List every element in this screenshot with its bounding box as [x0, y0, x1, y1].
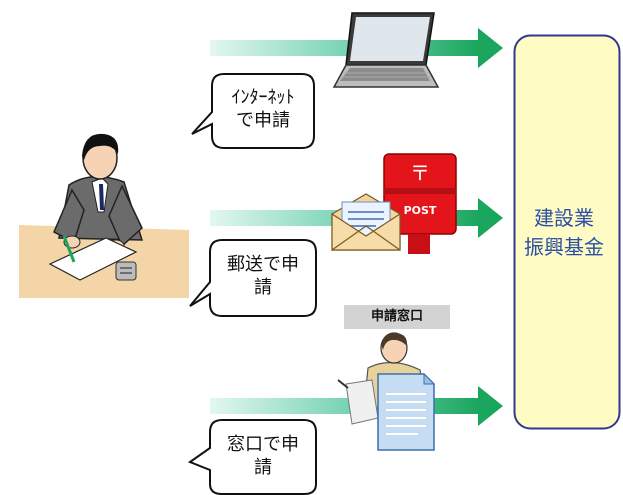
- bubble-counter-text: 窓口で申 請: [210, 433, 316, 479]
- bubble-counter-line1: 窓口で申: [227, 434, 299, 455]
- bubble-internet: [191, 73, 315, 149]
- svg-text:〒: 〒: [410, 161, 430, 185]
- destination-label-line2: 振興基金: [524, 235, 604, 259]
- counter-sign: 申請窓口: [344, 305, 450, 329]
- bubble-mail: [189, 239, 317, 317]
- postbox-icon: 〒 POST: [383, 153, 457, 254]
- destination-label: 建設業 振興基金: [515, 204, 613, 262]
- mail-envelope-icon: [331, 193, 401, 251]
- destination-label-line1: 建設業: [534, 206, 594, 230]
- bubble-counter-line2: 請: [254, 457, 272, 478]
- bubble-mail-line1: 郵送で申: [227, 254, 299, 275]
- destination-box: [513, 34, 621, 430]
- bubble-internet-text: ｲﾝﾀｰﾈｯﾄ で申請: [212, 86, 314, 132]
- bubble-mail-line2: 請: [254, 277, 272, 298]
- bubble-internet-line2: で申請: [236, 110, 290, 131]
- laptop-icon: [332, 12, 440, 88]
- bubble-mail-text: 郵送で申 請: [210, 253, 316, 299]
- bubble-internet-line1: ｲﾝﾀｰﾈｯﾄ: [231, 87, 295, 108]
- bubble-counter: [187, 419, 317, 495]
- applicant-illustration: [19, 133, 189, 298]
- clerk-document-icon: [337, 332, 436, 451]
- postbox-label: POST: [404, 204, 437, 217]
